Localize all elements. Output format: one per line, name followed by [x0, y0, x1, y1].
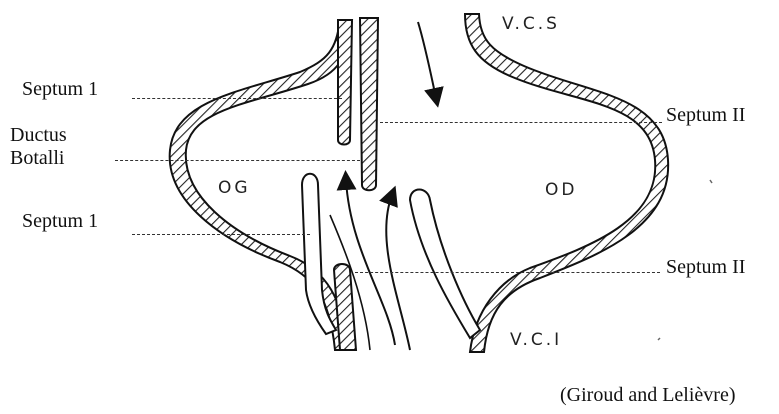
- label-od: OD: [545, 180, 577, 200]
- label-ductus: Ductus Botalli: [10, 124, 67, 170]
- leader-septum2-top: [380, 122, 662, 123]
- septum-primum-upper: [338, 20, 352, 145]
- leader-septum1-top: [132, 98, 342, 99]
- label-septum1-top: Septum 1: [22, 78, 98, 101]
- label-ductus-line2: Botalli: [10, 147, 67, 170]
- label-septum1-bottom: Septum 1: [22, 210, 98, 233]
- leader-septum2-bottom: [355, 272, 660, 273]
- leader-septum1-bottom: [132, 234, 310, 235]
- label-septum2-top: Septum II: [666, 104, 745, 127]
- label-vci: V.C.I: [510, 330, 562, 350]
- left-atrium-wall: [170, 20, 352, 350]
- stray-mark: [658, 338, 660, 340]
- caption: (Giroud and Lelièvre): [560, 384, 735, 407]
- flow-arrow-vcs: [418, 22, 436, 98]
- stray-mark: [710, 180, 712, 183]
- right-flap: [410, 190, 480, 339]
- label-ductus-line1: Ductus: [10, 124, 67, 147]
- leader-ductus: [115, 160, 360, 161]
- label-septum2-bottom: Septum II: [666, 256, 745, 279]
- septum-secundum-upper: [360, 18, 378, 190]
- label-og: OG: [218, 178, 251, 198]
- label-vcs: V.C.S: [502, 14, 560, 34]
